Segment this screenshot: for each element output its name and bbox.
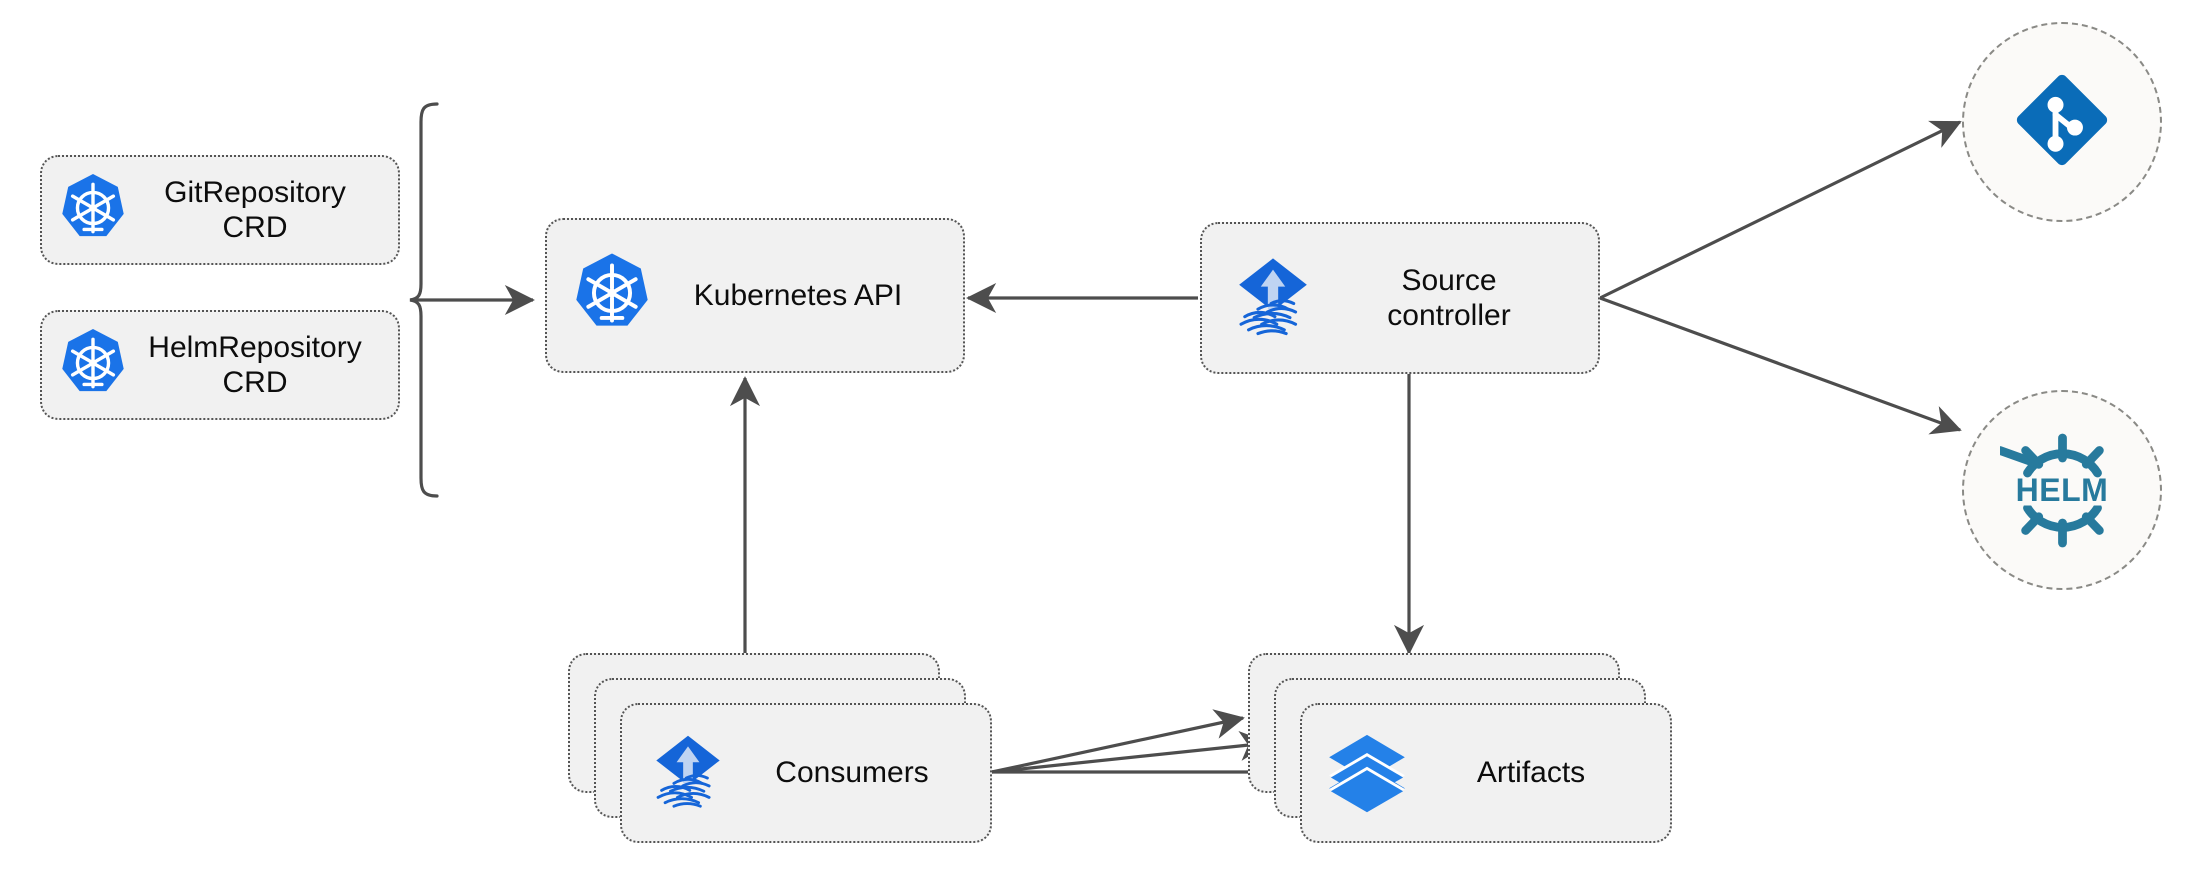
node-label: Artifacts [1476, 756, 1586, 790]
node-source-controller[interactable]: Source controller [1200, 222, 1600, 374]
node-git-target[interactable] [1962, 22, 2162, 222]
layers-icon [1324, 728, 1410, 819]
node-label: Source controller [1387, 263, 1511, 332]
git-icon [2008, 66, 2116, 179]
arrow-source-to-git [1599, 120, 1962, 300]
kubernetes-icon [56, 171, 130, 250]
kubernetes-icon [569, 250, 655, 341]
flux-icon [1226, 249, 1320, 348]
node-label: HelmRepository CRD [148, 330, 362, 399]
node-helm-target[interactable]: HELM [1962, 390, 2162, 590]
node-artifacts[interactable]: Artifacts [1300, 703, 1672, 843]
node-helm-repository-crd[interactable]: HelmRepository CRD [40, 310, 400, 420]
arrow-consumers-to-artifacts-2 [991, 730, 1270, 774]
node-label: Kubernetes API [693, 278, 903, 312]
arrow-source-to-helm [1599, 296, 1962, 435]
crd-group-brace [409, 102, 439, 498]
flux-icon [644, 727, 732, 820]
kubernetes-icon [56, 326, 130, 405]
helm-wordmark: HELM [2015, 471, 2109, 508]
helm-icon: HELM [1999, 428, 2125, 553]
node-kubernetes-api[interactable]: Kubernetes API [545, 218, 965, 373]
node-consumers[interactable]: Consumers [620, 703, 992, 843]
node-git-repository-crd[interactable]: GitRepository CRD [40, 155, 400, 265]
node-label: GitRepository CRD [164, 175, 346, 244]
node-label: Consumers [775, 756, 929, 790]
arrow-consumers-to-artifacts-1 [991, 709, 1245, 774]
